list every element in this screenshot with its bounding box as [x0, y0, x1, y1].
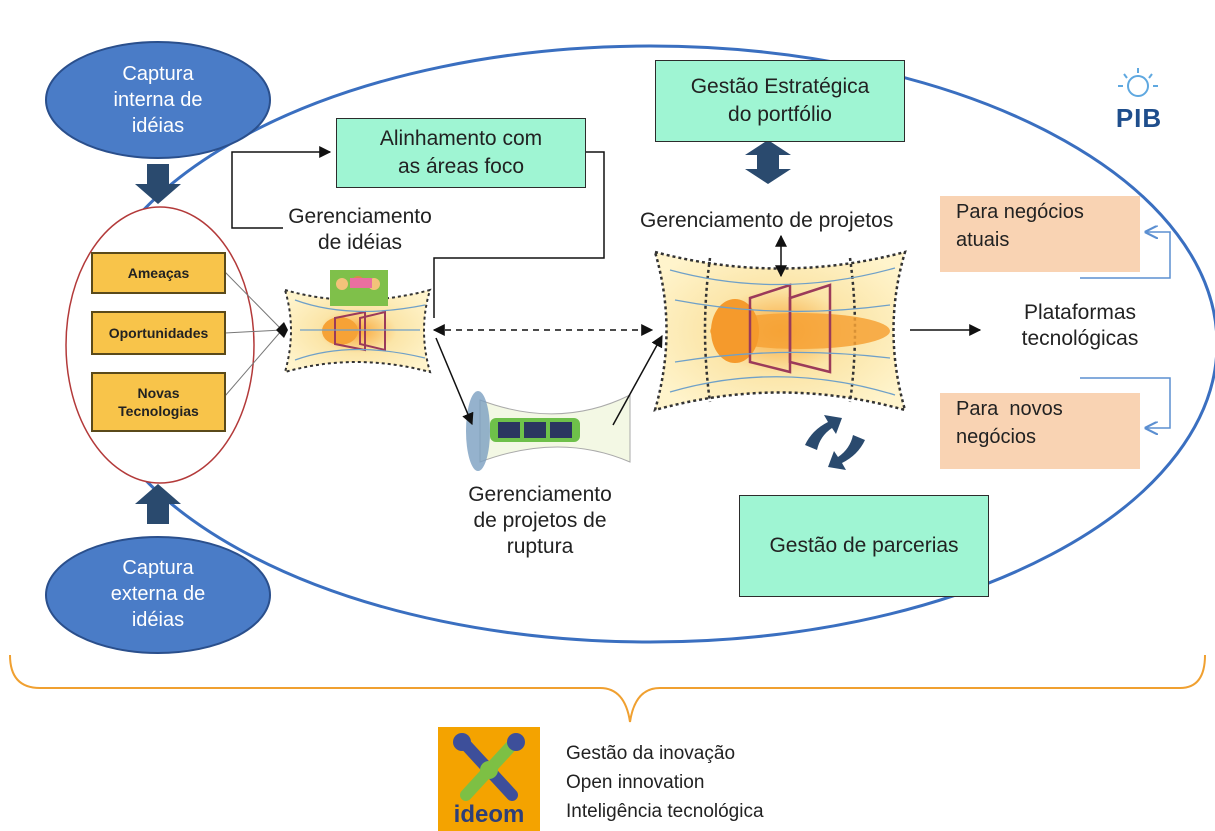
alignment-box: Alinhamento com as áreas foco — [336, 118, 586, 188]
capture-external-label: Captura externa de idéias — [60, 555, 256, 633]
ideom-logo: ideom — [438, 727, 540, 831]
rupture-funnel — [466, 391, 631, 471]
alignment-line-1: Alinhamento com — [379, 127, 543, 150]
strategic-line-1: Gestão Estratégica — [690, 75, 870, 98]
idea-management-label: Gerenciamento de idéias — [270, 204, 450, 256]
new-tech-line-2: Tecnologias — [118, 403, 199, 419]
input-lines — [224, 271, 283, 397]
bottom-brace — [9, 654, 1206, 723]
footer-line-1: Gestão da inovação — [566, 743, 736, 764]
capture-external-line-2: externa de — [110, 583, 206, 605]
capture-external-line-3: idéias — [131, 609, 185, 631]
arrow-down-icon — [135, 164, 181, 204]
capture-internal-label: Captura interna de idéias — [60, 61, 256, 139]
capture-internal-ellipse — [45, 41, 271, 159]
new-business-line-2: negócios — [956, 426, 1037, 448]
current-business-line-2: atuais — [956, 229, 1010, 251]
platforms-line-1: Plataformas — [1023, 301, 1137, 324]
pib-logo: PIB — [1100, 68, 1178, 134]
current-business-line-1: Para negócios — [956, 201, 1084, 223]
opportunities-label: Oportunidades — [108, 325, 209, 341]
arrow-up-icon — [135, 484, 181, 524]
strategic-line-2: do portfólio — [728, 103, 832, 126]
platforms-line-2: tecnológicas — [1021, 327, 1139, 350]
footer-line-3: Inteligência tecnológica — [566, 801, 764, 822]
platforms-label: Plataformas tecnológicas — [995, 300, 1165, 352]
opportunities-box: Oportunidades — [91, 311, 226, 355]
capture-external-ellipse — [45, 536, 271, 654]
ideom-logo-text: ideom — [453, 801, 525, 828]
capture-internal-line-2: interna de — [113, 89, 203, 111]
partnerships-label: Gestão de parcerias — [769, 534, 959, 557]
rupture-line-2: de projetos de — [473, 509, 607, 532]
pib-logo-icon — [1118, 68, 1158, 97]
projects-funnel — [653, 250, 907, 412]
threats-label: Ameaças — [127, 265, 190, 281]
rupture-label: Gerenciamento de projetos de ruptura — [440, 482, 640, 560]
new-business-line-1: Para novos — [956, 398, 1063, 420]
new-business-box: Para novos negócios — [940, 393, 1140, 469]
ideom-logo-icon — [438, 727, 540, 831]
strategic-box: Gestão Estratégica do portfólio — [655, 60, 905, 142]
project-management-label: Gerenciamento de projetos — [640, 209, 894, 232]
platform-brackets — [1080, 232, 1171, 428]
capture-internal-line-3: idéias — [131, 115, 185, 137]
idea-management-line-1: Gerenciamento — [288, 205, 432, 228]
rupture-line-1: Gerenciamento — [468, 483, 612, 506]
new-tech-box: Novas Tecnologias — [91, 372, 226, 432]
double-arrow-icon — [745, 140, 791, 184]
threats-box: Ameaças — [91, 252, 226, 294]
cycle-arrows-icon — [805, 415, 865, 470]
idea-funnel — [283, 288, 432, 374]
connector-dot-icon — [276, 322, 288, 338]
current-business-box: Para negócios atuais — [940, 196, 1140, 272]
alignment-line-2: as áreas foco — [397, 155, 525, 178]
flow-connectors — [231, 146, 982, 426]
pib-logo-text: PIB — [1115, 103, 1163, 133]
idea-people-icon — [330, 270, 388, 306]
capture-internal-line-1: Captura — [122, 63, 194, 85]
idea-management-line-2: de idéias — [317, 231, 403, 254]
footer-line-2: Open innovation — [566, 772, 705, 793]
rupture-line-3: ruptura — [506, 535, 574, 558]
capture-external-line-1: Captura — [122, 557, 194, 579]
new-tech-line-1: Novas — [137, 385, 180, 401]
partnerships-box: Gestão de parcerias — [739, 495, 989, 597]
